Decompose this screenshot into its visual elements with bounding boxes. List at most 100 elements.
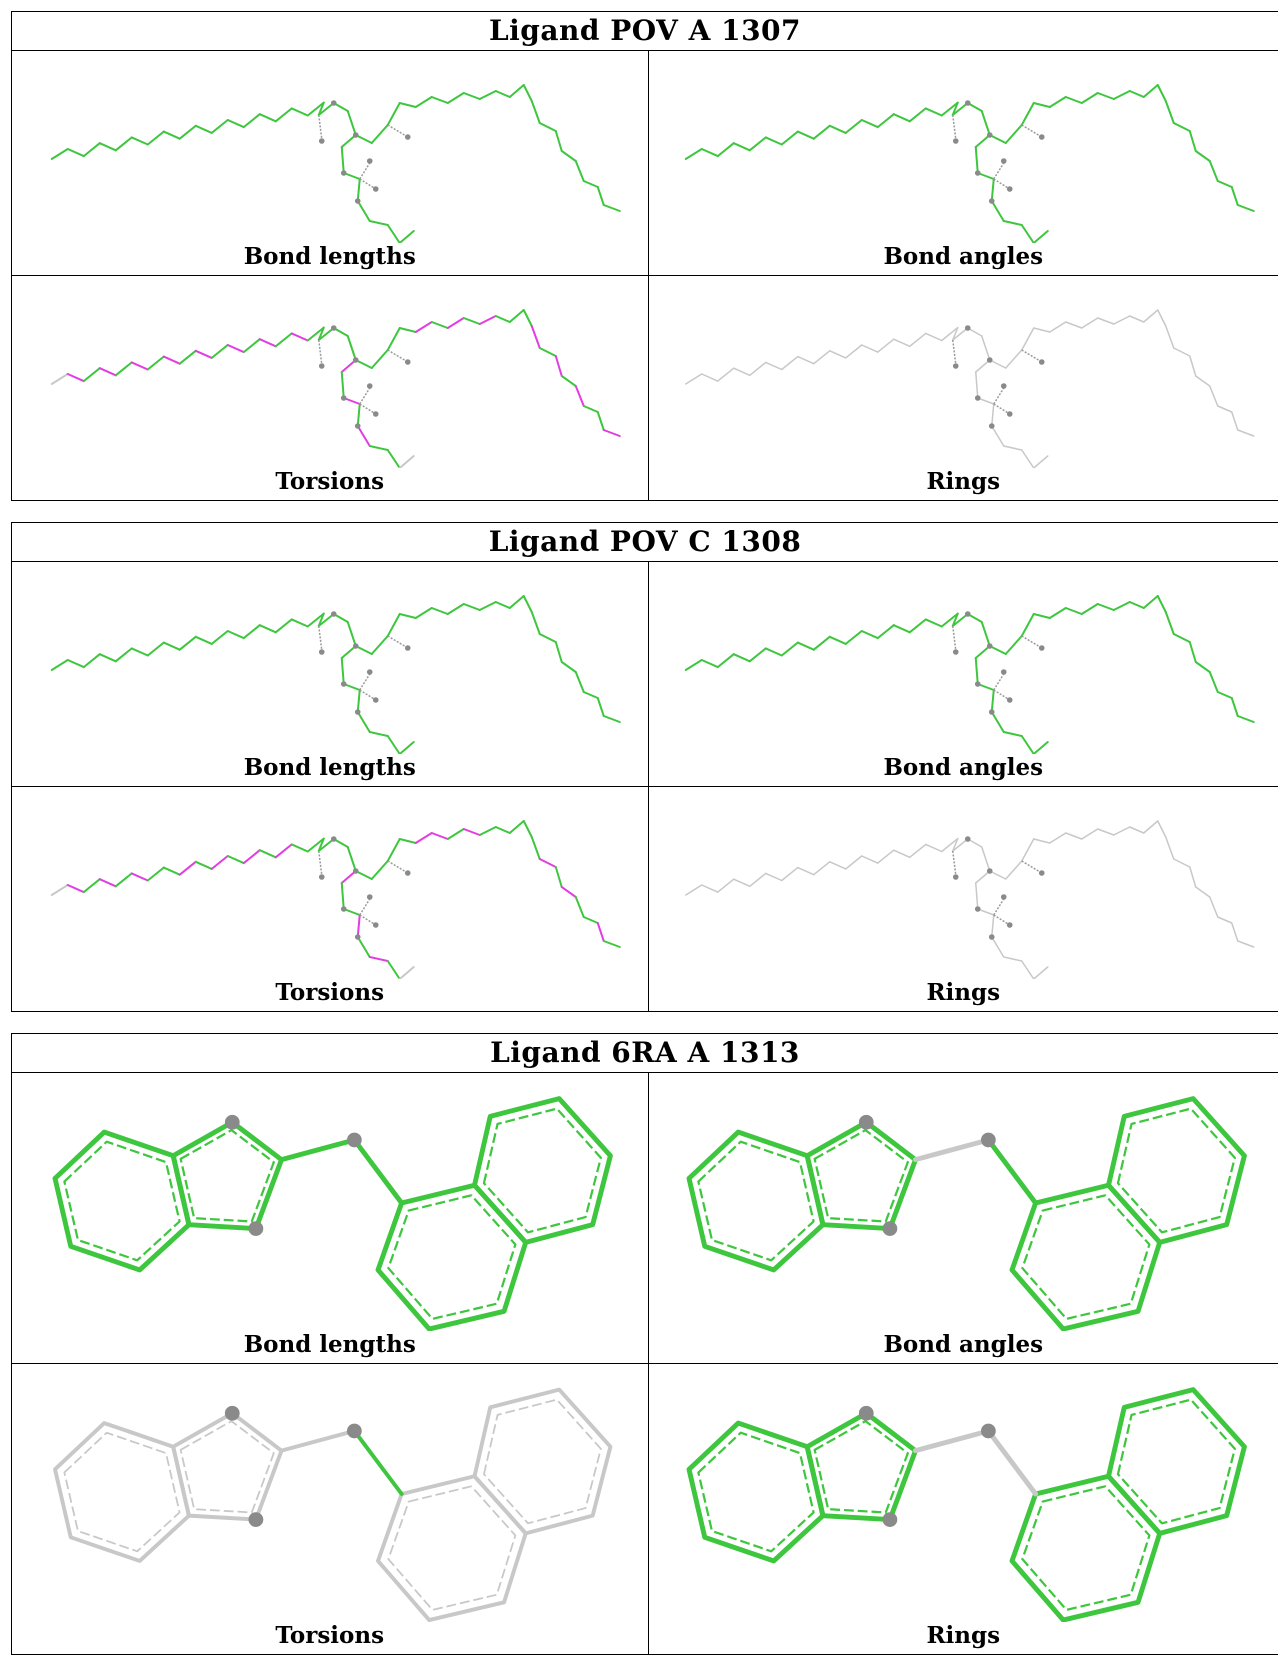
bond — [749, 648, 765, 661]
bond — [281, 1140, 354, 1160]
bond — [400, 614, 416, 618]
bond — [685, 149, 701, 159]
bond — [604, 716, 620, 722]
ligand-title: Ligand POV A 1307 — [12, 12, 1278, 51]
ring-bond — [378, 1185, 526, 1329]
panel-bond-angles: Bond angles — [649, 1073, 1278, 1363]
bond — [993, 388, 1003, 404]
panel-caption: Bond lengths — [12, 754, 648, 782]
bond — [993, 404, 1009, 414]
atom — [331, 100, 337, 106]
atom — [1000, 669, 1006, 675]
bond — [212, 120, 228, 133]
bond — [1157, 821, 1165, 837]
bond — [84, 879, 100, 892]
bond — [1157, 310, 1165, 326]
bond — [464, 604, 480, 610]
bond — [797, 868, 813, 875]
bond — [781, 357, 797, 370]
bond — [370, 221, 388, 225]
panel-torsions: Torsions — [12, 1364, 649, 1654]
atom — [952, 874, 958, 880]
atom — [249, 1221, 264, 1236]
bond — [524, 85, 532, 101]
bond — [1003, 446, 1021, 450]
bond — [598, 412, 604, 430]
bond — [1081, 318, 1097, 328]
bond — [1021, 839, 1033, 861]
bond — [180, 126, 196, 139]
atom — [964, 325, 970, 331]
bond — [1021, 125, 1041, 137]
bond — [228, 856, 244, 863]
atom — [367, 158, 373, 164]
bond — [576, 897, 584, 917]
bond — [180, 637, 196, 650]
bond — [829, 126, 845, 133]
bond — [1021, 225, 1033, 243]
ligand-table-3: Ligand 6RA A 1313 Bond lengths Bond angl… — [11, 1033, 1278, 1655]
bond — [813, 351, 829, 364]
bond — [749, 873, 765, 886]
atom — [858, 1406, 873, 1421]
bond — [348, 111, 356, 135]
panel-caption: Torsions — [12, 979, 648, 1007]
bond — [281, 1431, 354, 1451]
bond — [388, 450, 400, 468]
bond — [1003, 221, 1021, 225]
bond — [562, 376, 576, 386]
bond — [829, 862, 845, 869]
bond — [1081, 829, 1097, 839]
bond — [1049, 833, 1065, 843]
bond — [1143, 310, 1157, 322]
atom — [988, 934, 994, 940]
atom — [373, 697, 379, 703]
bond — [1195, 887, 1209, 897]
bond — [952, 340, 955, 364]
bond — [598, 187, 604, 205]
bond — [829, 351, 845, 358]
bond — [342, 372, 344, 398]
bond — [132, 362, 148, 369]
atom — [882, 1221, 897, 1236]
panel-torsions: Torsions — [12, 276, 649, 500]
bond — [348, 336, 356, 360]
bond — [1113, 316, 1129, 324]
bond — [1049, 608, 1065, 618]
molecule-diagram — [12, 1364, 648, 1622]
bond — [1065, 97, 1081, 103]
atom — [986, 357, 992, 363]
bond — [212, 345, 228, 358]
bond — [845, 631, 861, 644]
bond — [319, 340, 322, 364]
bond — [400, 103, 416, 107]
bond — [212, 631, 228, 644]
bond — [496, 602, 510, 608]
bond — [877, 339, 893, 352]
bond — [1237, 205, 1253, 211]
bond — [360, 179, 376, 189]
atom — [405, 870, 411, 876]
atom — [355, 423, 361, 429]
molecule-diagram — [649, 1073, 1278, 1331]
bond — [562, 151, 576, 161]
bond — [372, 861, 388, 879]
bond — [432, 833, 448, 839]
bond — [292, 108, 308, 115]
ring-bond — [689, 1132, 823, 1270]
bond — [1021, 350, 1041, 362]
bond — [276, 619, 292, 632]
atom — [988, 198, 994, 204]
bond — [701, 660, 717, 667]
bond — [845, 120, 861, 133]
bond — [448, 318, 464, 328]
bond — [1005, 636, 1021, 654]
bond — [416, 322, 432, 332]
atom — [319, 363, 325, 369]
ring-bond — [173, 1122, 281, 1228]
bond — [733, 654, 749, 661]
bond — [1173, 634, 1189, 642]
bond — [68, 885, 84, 892]
bond — [100, 368, 116, 375]
bond — [1143, 821, 1157, 833]
